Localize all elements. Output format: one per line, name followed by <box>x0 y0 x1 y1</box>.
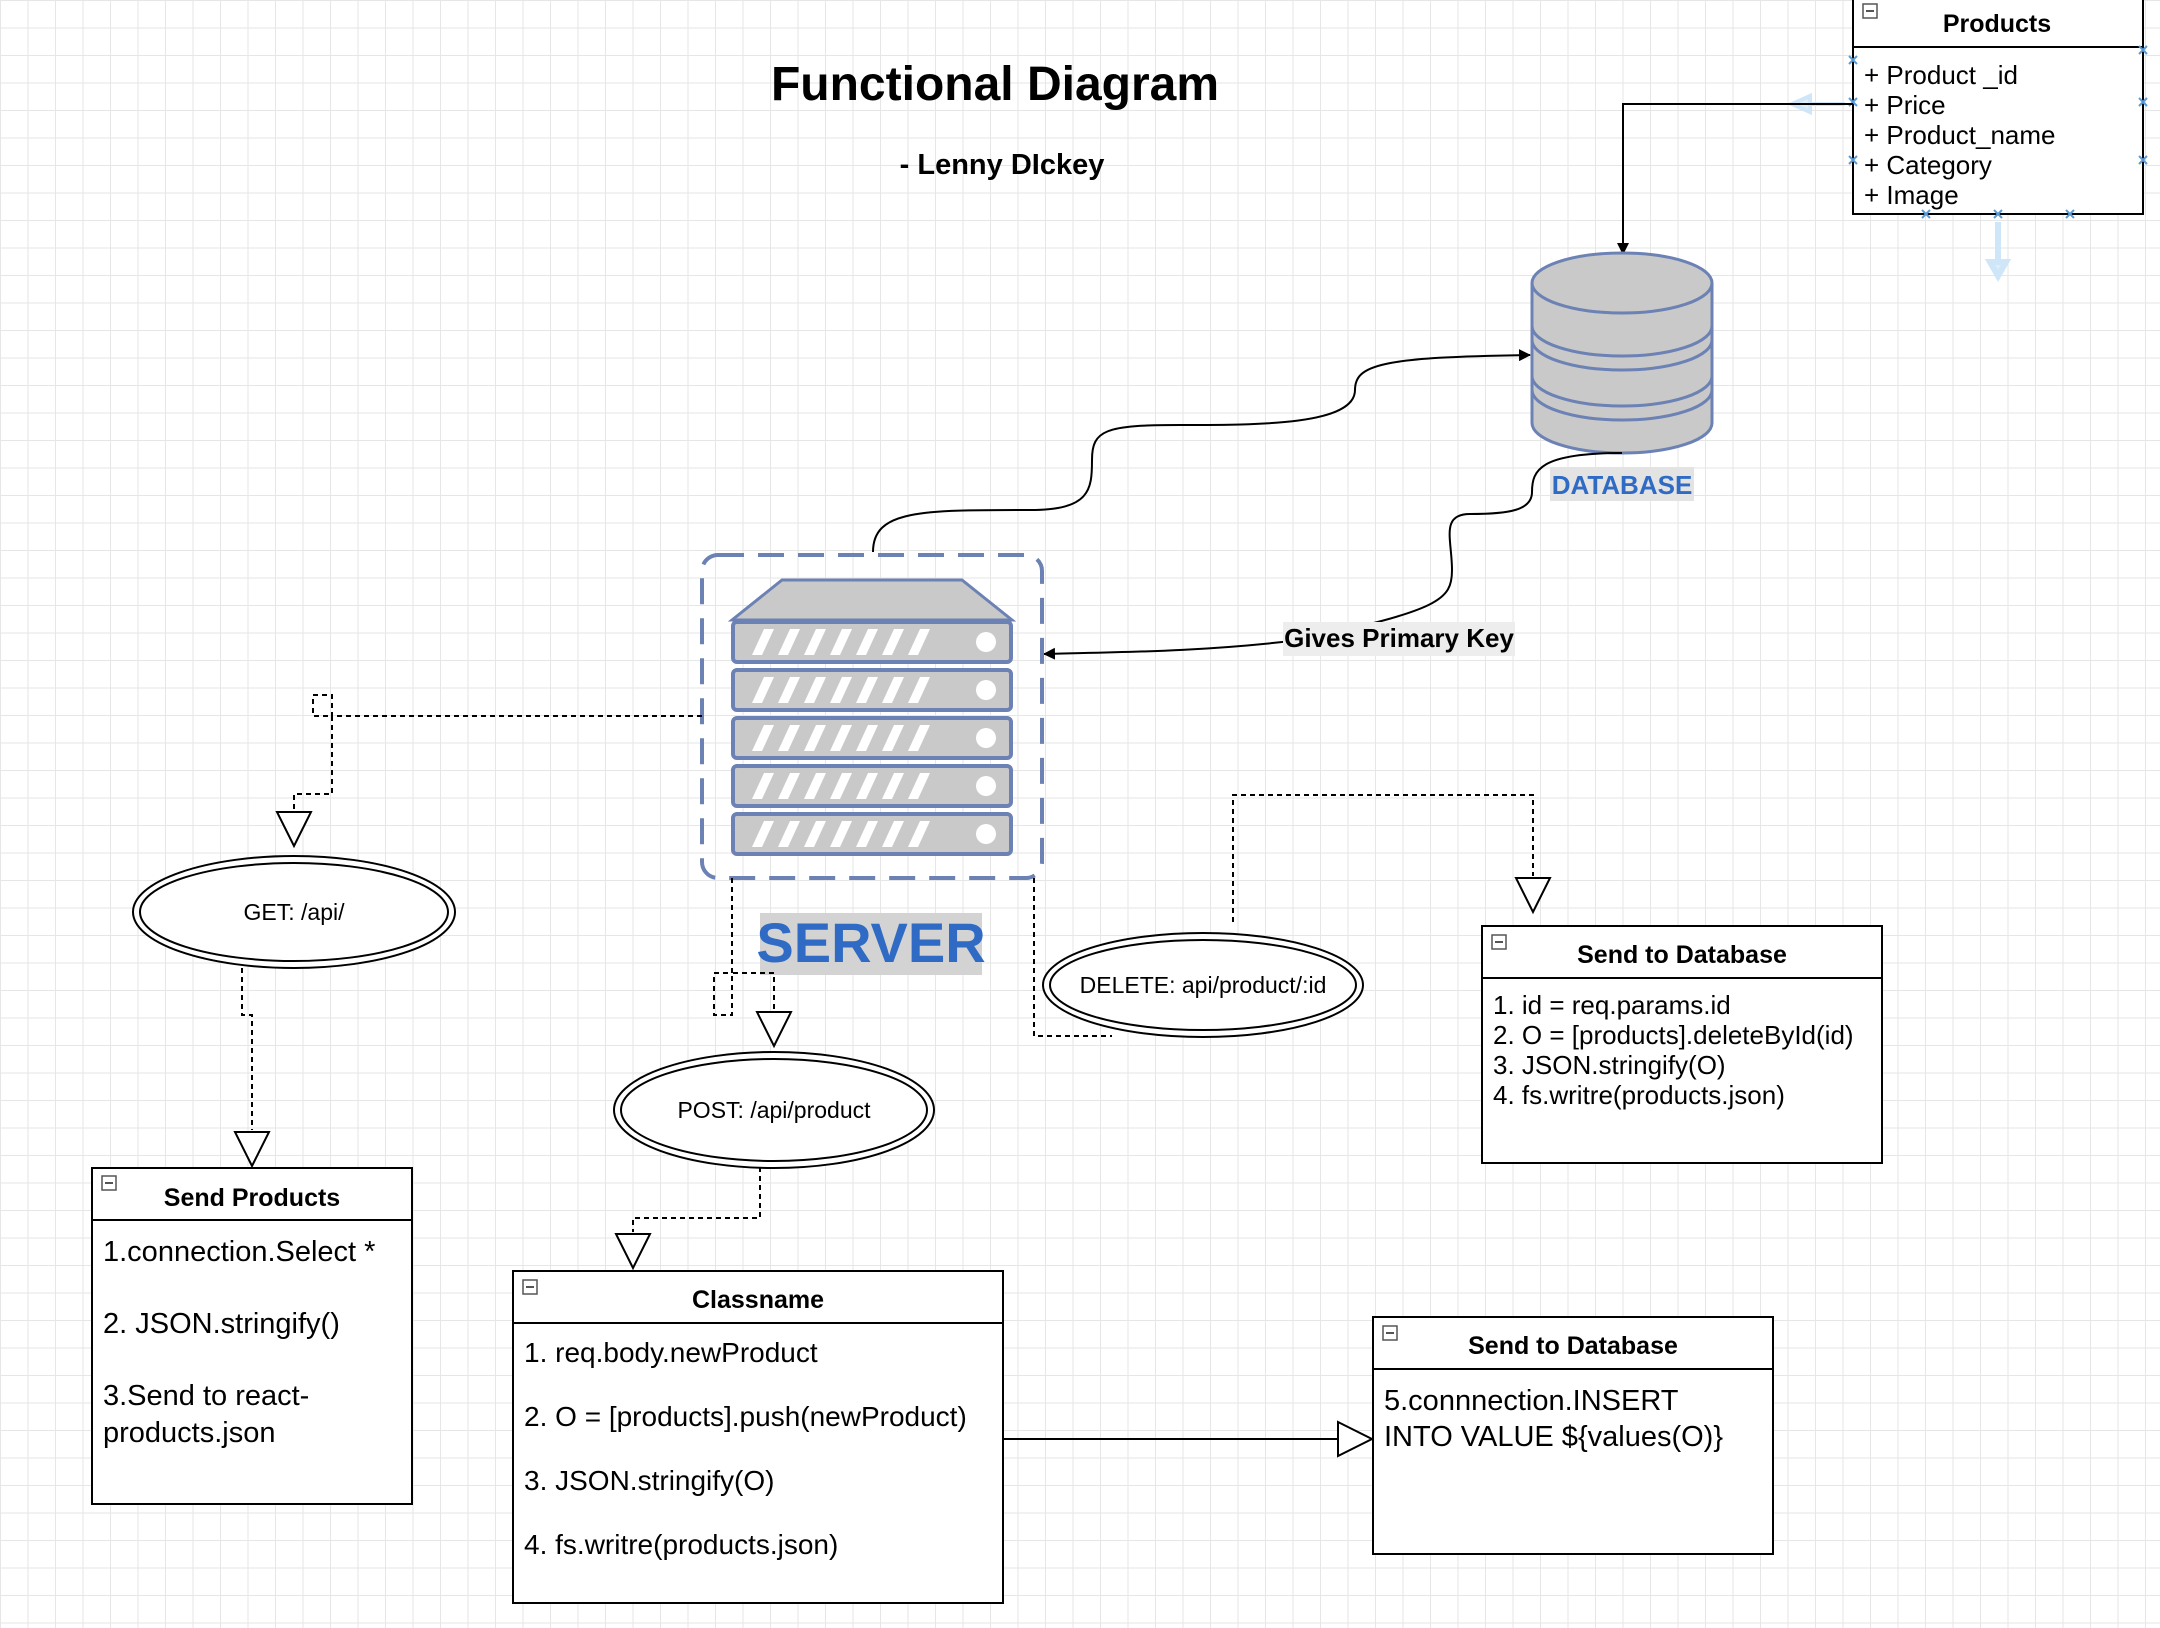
send-to-database-delete-box[interactable]: Send to Database 1. id = req.params.id 2… <box>1481 925 1883 1164</box>
products-field: + Price <box>1864 90 1946 120</box>
server-rack-unit <box>731 668 1013 712</box>
classname-header: Classname <box>692 1286 824 1314</box>
post-endpoint-label: POST: /api/product <box>677 1097 871 1123</box>
send-products-line: products.json <box>103 1417 276 1449</box>
database-label-bg <box>1550 467 1694 501</box>
arrowheads <box>233 811 1552 1458</box>
get-endpoint-label: GET: /api/ <box>244 899 346 925</box>
database-label: DATABASE <box>1552 470 1693 500</box>
diagram-author: - Lenny DIckey <box>900 149 1105 181</box>
send-to-database-insert-line: 5.connnection.INSERT <box>1384 1385 1679 1417</box>
products-field: + Product _id <box>1864 60 2018 90</box>
products-table-header: Products <box>1943 10 2051 38</box>
products-field: + Image <box>1864 180 1959 210</box>
classname-line: 4. fs.writre(products.json) <box>524 1529 838 1560</box>
delete-endpoint-label: DELETE: api/product/:id <box>1080 972 1327 998</box>
products-table[interactable]: Products + Product _id + Price + Product… <box>1787 0 2148 283</box>
send-to-database-delete-line: 1. id = req.params.id <box>1493 990 1731 1020</box>
send-to-database-delete-line: 3. JSON.stringify(O) <box>1493 1050 1726 1080</box>
classname-box[interactable]: Classname 1. req.body.newProduct 2. O = … <box>512 1270 1004 1604</box>
server-rack-unit <box>731 620 1013 664</box>
send-to-database-insert-header: Send to Database <box>1468 1332 1678 1360</box>
products-field: + Product_name <box>1864 120 2056 150</box>
send-products-box[interactable]: Send Products 1.connection.Select * 2. J… <box>91 1167 413 1505</box>
dashed-connectors <box>241 694 1534 1232</box>
primary-key-label-bg <box>1283 622 1515 656</box>
primary-key-label: Gives Primary Key <box>1284 623 1514 653</box>
send-products-line: 1.connection.Select * <box>103 1236 375 1268</box>
selection-handles <box>1848 45 2148 219</box>
classname-line: 2. O = [products].push(newProduct) <box>524 1401 967 1432</box>
products-field: + Category <box>1864 150 1992 180</box>
server-rack-unit <box>731 764 1013 808</box>
connector-database-server <box>1043 452 1623 660</box>
diagram-title: Functional Diagram <box>771 58 1219 111</box>
send-products-line: 2. JSON.stringify() <box>103 1308 340 1340</box>
server-icon[interactable] <box>700 553 1044 880</box>
send-to-database-delete-line: 2. O = [products].deleteById(id) <box>1493 1020 1854 1050</box>
post-endpoint[interactable]: POST: /api/product <box>613 1051 935 1169</box>
send-to-database-insert-box[interactable]: Send to Database 5.connnection.INSERT IN… <box>1372 1316 1774 1555</box>
send-products-header: Send Products <box>164 1184 340 1212</box>
delete-endpoint[interactable]: DELETE: api/product/:id <box>1042 932 1364 1038</box>
send-to-database-delete-line: 4. fs.writre(products.json) <box>1493 1080 1785 1110</box>
get-endpoint[interactable]: GET: /api/ <box>132 855 456 969</box>
database-icon[interactable] <box>1530 251 1714 455</box>
classname-line: 3. JSON.stringify(O) <box>524 1465 774 1496</box>
send-to-database-insert-line: INTO VALUE ${values(O)} <box>1384 1421 1723 1453</box>
classname-line: 1. req.body.newProduct <box>524 1337 818 1368</box>
server-label-bg <box>760 913 982 975</box>
send-products-line: 3.Send to react- <box>103 1380 309 1412</box>
send-to-database-delete-header: Send to Database <box>1577 941 1787 969</box>
connector-server-database <box>872 349 1531 553</box>
hover-arrow-down-icon <box>1984 222 2012 283</box>
server-label: SERVER <box>756 911 985 974</box>
server-rack-unit <box>731 812 1013 856</box>
connector-products-database <box>1617 103 1853 255</box>
server-rack-unit <box>731 716 1013 760</box>
